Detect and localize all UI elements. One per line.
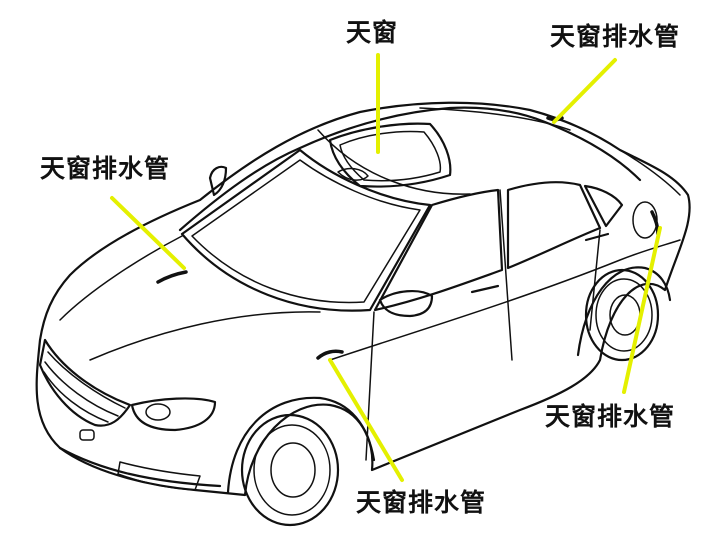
bumper-intake [118, 462, 200, 490]
front-door-edge [366, 312, 374, 460]
trunk-line [620, 150, 680, 195]
side-mirror [380, 291, 432, 316]
fuel-door [633, 202, 657, 238]
front-wheel-rim [254, 425, 330, 515]
label-drain-front-bottom: 天窗排水管 [356, 490, 486, 515]
rear-wheel-rim [596, 279, 652, 351]
front-wheel-hub [271, 443, 315, 497]
leader-drain-front-bottom [330, 360, 402, 480]
leader-drain-front-left [112, 198, 184, 268]
sunroof-glass [340, 132, 440, 181]
label-drain-rear-right: 天窗排水管 [545, 404, 675, 429]
front-door-handle [472, 286, 498, 292]
drain-mark-hood [158, 272, 186, 282]
door-split-front [500, 190, 512, 360]
headlight-lens [146, 404, 170, 420]
front-grille [40, 340, 130, 426]
label-drain-rear-top: 天窗排水管 [550, 24, 680, 49]
drain-marks [158, 118, 658, 358]
rear-door-window [508, 182, 600, 268]
left-mirror [210, 167, 226, 195]
hood-line-center [90, 312, 320, 360]
front-wheel [242, 415, 338, 525]
label-sunroof: 天窗 [346, 20, 398, 45]
leader-drain-rear-top [554, 60, 615, 122]
front-door-window [375, 190, 502, 310]
label-drain-front-left: 天窗排水管 [40, 156, 170, 181]
car-roof [180, 108, 640, 311]
fog-light [80, 430, 94, 440]
rear-door-handle [586, 234, 608, 240]
headlight [132, 398, 215, 430]
windshield [182, 150, 430, 311]
roof-outline [180, 108, 640, 230]
